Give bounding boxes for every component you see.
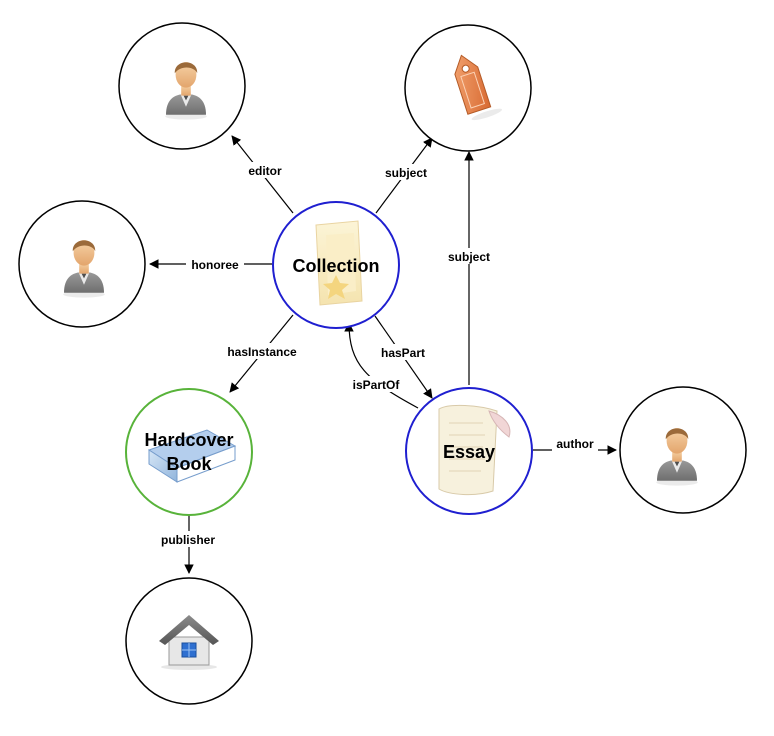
node-hardcover-book[interactable]: Hardcover Book (125, 388, 253, 516)
node-subject-tag[interactable] (404, 24, 532, 152)
house-icon (159, 615, 219, 670)
node-title-book: Book (167, 454, 213, 474)
node-collection[interactable]: Collection (272, 201, 400, 329)
scroll-icon (438, 404, 511, 496)
folder-icon (315, 220, 363, 306)
tag-icon (454, 54, 503, 121)
node-editor-person[interactable] (118, 22, 246, 150)
edge-label-editor: editor (248, 164, 282, 178)
node-title-hardcover: Hardcover (144, 430, 233, 450)
edge-labels: editor subject honoree subject hasInstan… (157, 162, 598, 547)
edge-ispartof (344, 322, 419, 409)
edge-label-subject-collection: subject (385, 166, 427, 180)
edge-label-hasinstance: hasInstance (227, 345, 297, 359)
edge-label-author: author (556, 437, 594, 451)
node-author-person[interactable] (619, 386, 747, 514)
node-title-essay: Essay (443, 442, 495, 462)
book-icon (147, 429, 237, 483)
node-title-collection: Collection (292, 256, 379, 276)
edge-label-publisher: publisher (161, 533, 215, 547)
edge-label-haspart: hasPart (381, 346, 425, 360)
node-honoree-person[interactable] (18, 200, 146, 328)
node-essay[interactable]: Essay (405, 387, 533, 515)
edge-label-subject-essay: subject (448, 250, 490, 264)
edge-label-honoree: honoree (191, 258, 239, 272)
node-publisher-house[interactable] (125, 577, 253, 705)
edge-label-ispartof: isPartOf (353, 378, 401, 392)
